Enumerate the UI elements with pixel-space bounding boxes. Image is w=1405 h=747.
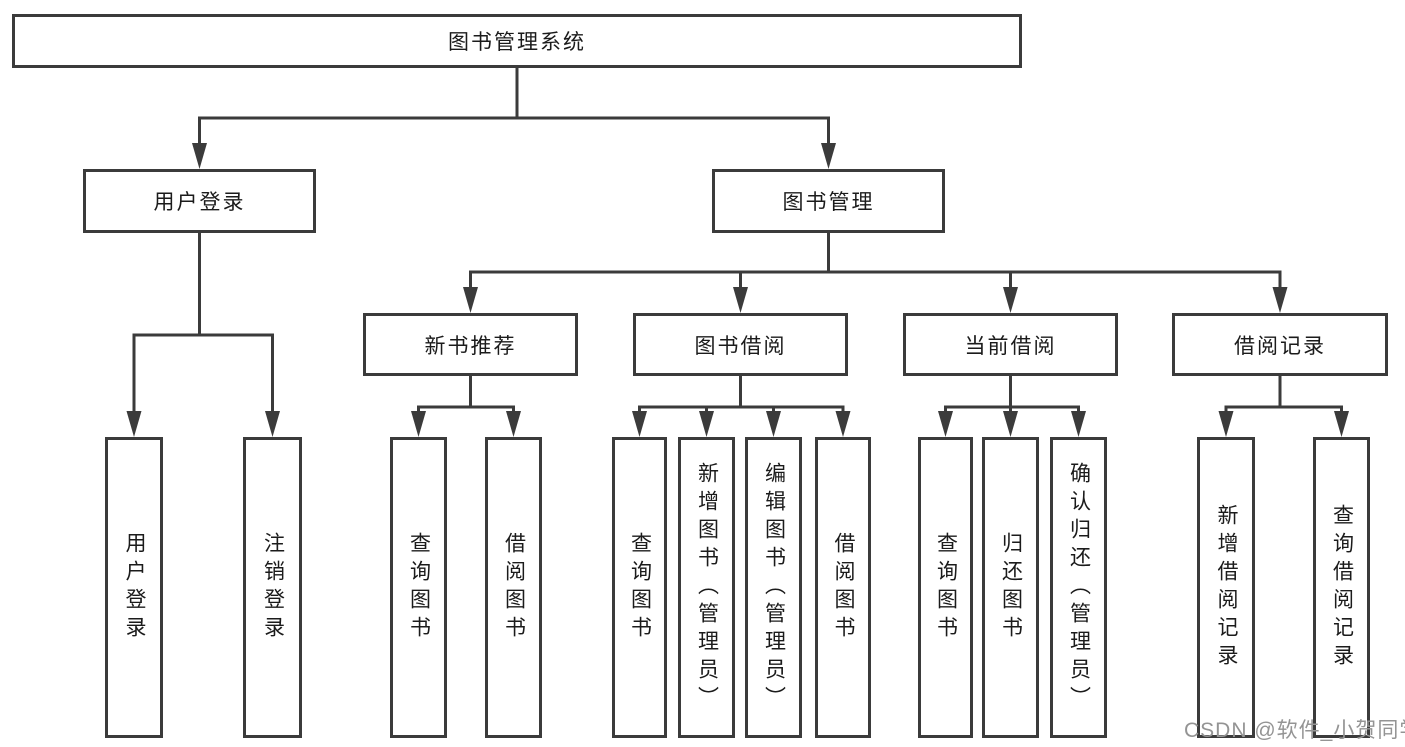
arrowhead-icon	[1003, 411, 1018, 437]
arrowhead-icon	[192, 143, 207, 169]
node-current-borrow: 当前借阅	[903, 313, 1118, 376]
arrowhead-icon	[1071, 411, 1086, 437]
arrowhead-icon	[766, 411, 781, 437]
arrowhead-icon	[699, 411, 714, 437]
node-ul-logout: 注销登录	[243, 437, 302, 738]
node-bb-edit-book: 编辑图书（管理员）	[745, 437, 802, 738]
arrowhead-icon	[1334, 411, 1349, 437]
arrowhead-icon	[126, 411, 142, 437]
node-br-query-record: 查询借阅记录	[1313, 437, 1370, 738]
arrowhead-icon	[463, 287, 478, 313]
node-nb-query-book: 查询图书	[390, 437, 447, 738]
arrowhead-icon	[733, 287, 748, 313]
arrowhead-icon	[632, 411, 647, 437]
arrowhead-icon	[411, 411, 426, 437]
node-cb-return-book: 归还图书	[982, 437, 1039, 738]
watermark-text: CSDN @软件_小贺同学	[1184, 719, 1405, 742]
node-bb-borrow-book: 借阅图书	[815, 437, 871, 738]
node-root: 图书管理系统	[12, 14, 1022, 68]
node-ul-user-login: 用户登录	[105, 437, 163, 738]
node-new-book-rec: 新书推荐	[363, 313, 578, 376]
arrowhead-icon	[1272, 287, 1288, 313]
node-bb-query-book: 查询图书	[612, 437, 667, 738]
arrowhead-icon	[506, 411, 521, 437]
arrowhead-icon	[265, 411, 280, 437]
node-borrow-records: 借阅记录	[1172, 313, 1388, 376]
node-book-mgmt: 图书管理	[712, 169, 945, 233]
node-book-borrow: 图书借阅	[633, 313, 848, 376]
arrowhead-icon	[938, 411, 953, 437]
node-br-add-record: 新增借阅记录	[1197, 437, 1255, 738]
arrowhead-icon	[835, 411, 851, 437]
arrowhead-icon	[821, 143, 836, 169]
node-cb-query-book: 查询图书	[918, 437, 973, 738]
node-user-login: 用户登录	[83, 169, 316, 233]
arrowhead-icon	[1003, 287, 1018, 313]
arrowhead-icon	[1218, 411, 1234, 437]
node-nb-borrow-book: 借阅图书	[485, 437, 542, 738]
node-bb-add-book: 新增图书（管理员）	[678, 437, 735, 738]
node-cb-confirm-return: 确认归还（管理员）	[1050, 437, 1107, 738]
